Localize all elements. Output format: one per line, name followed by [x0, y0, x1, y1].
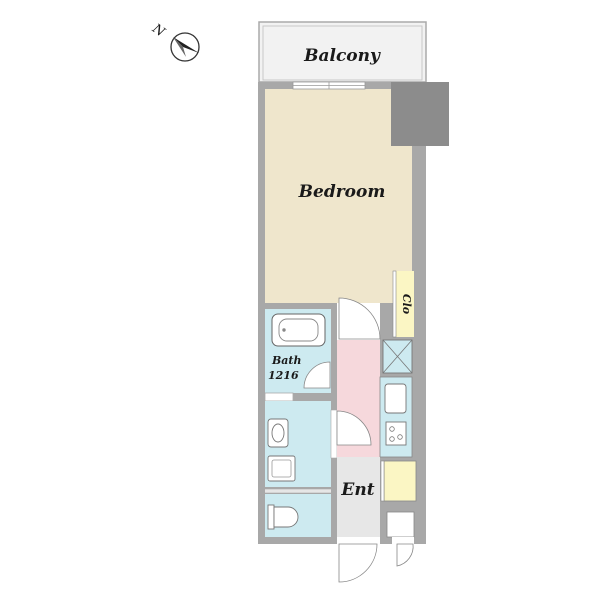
bedroom-door-swing [338, 297, 381, 340]
hall-door-swing [336, 410, 372, 446]
shoe-closet-door [380, 460, 385, 502]
meter-door-swing [396, 543, 414, 567]
balcony-label: Balcony [303, 46, 381, 66]
burner-icon-3 [389, 436, 395, 442]
entrance: Ent [337, 457, 380, 583]
bedroom-label: Bedroom [298, 182, 386, 202]
entrance-label: Ent [340, 480, 374, 500]
compass-north-label: N [148, 21, 167, 41]
bath-label-line2: 1216 [268, 369, 299, 382]
meter-door-gap [392, 537, 414, 544]
washroom [265, 401, 338, 487]
wall-strip [264, 392, 294, 402]
burner-icon-2 [397, 434, 403, 440]
closet-door [392, 270, 397, 338]
shoe-closet [380, 460, 417, 502]
toilet-tank-icon [267, 504, 275, 530]
bathtub-icon [271, 313, 326, 347]
bathtub-inner [278, 318, 319, 342]
entrance-door-swing [338, 543, 378, 583]
bath: Bath 1216 [265, 309, 331, 393]
stove-icon [385, 421, 407, 446]
toilet-room [265, 489, 331, 537]
balcony-railing [262, 25, 423, 81]
closet: Clo [392, 270, 414, 338]
washing-machine-inner [271, 459, 292, 478]
bathtub-drain [282, 328, 286, 332]
refrigerator-space [382, 339, 413, 374]
washing-machine-icon [267, 455, 296, 482]
wash-door-frame [330, 409, 338, 459]
balcony-floor [258, 21, 427, 83]
meter-box [386, 511, 415, 567]
kitchen-sink-icon [384, 383, 407, 414]
refrigerator-cross-b [382, 339, 413, 374]
bedroom-floor [265, 89, 412, 303]
kitchen-hall [336, 297, 381, 457]
entrance-door-gap [337, 537, 380, 544]
kitchen [379, 376, 413, 458]
structural-column [391, 82, 449, 146]
shoe-closet-box [383, 460, 417, 502]
entrance-floor [337, 457, 380, 537]
closet-floor [396, 271, 414, 337]
toilet-bowl-icon [273, 506, 299, 528]
washbasin-bowl [271, 423, 285, 443]
washbasin-icon [267, 418, 289, 448]
bath-door-swing [303, 361, 331, 389]
closet-label: Clo [400, 294, 413, 314]
compass-needle-tail-icon [173, 37, 186, 57]
compass: N [148, 21, 200, 62]
meter-box-floor [386, 511, 415, 538]
compass-needle-icon [173, 37, 199, 53]
balcony: Balcony [258, 21, 427, 83]
burner-icon [389, 426, 395, 432]
bath-label-line1: Bath [271, 354, 302, 367]
bedroom: Bedroom [265, 81, 449, 303]
